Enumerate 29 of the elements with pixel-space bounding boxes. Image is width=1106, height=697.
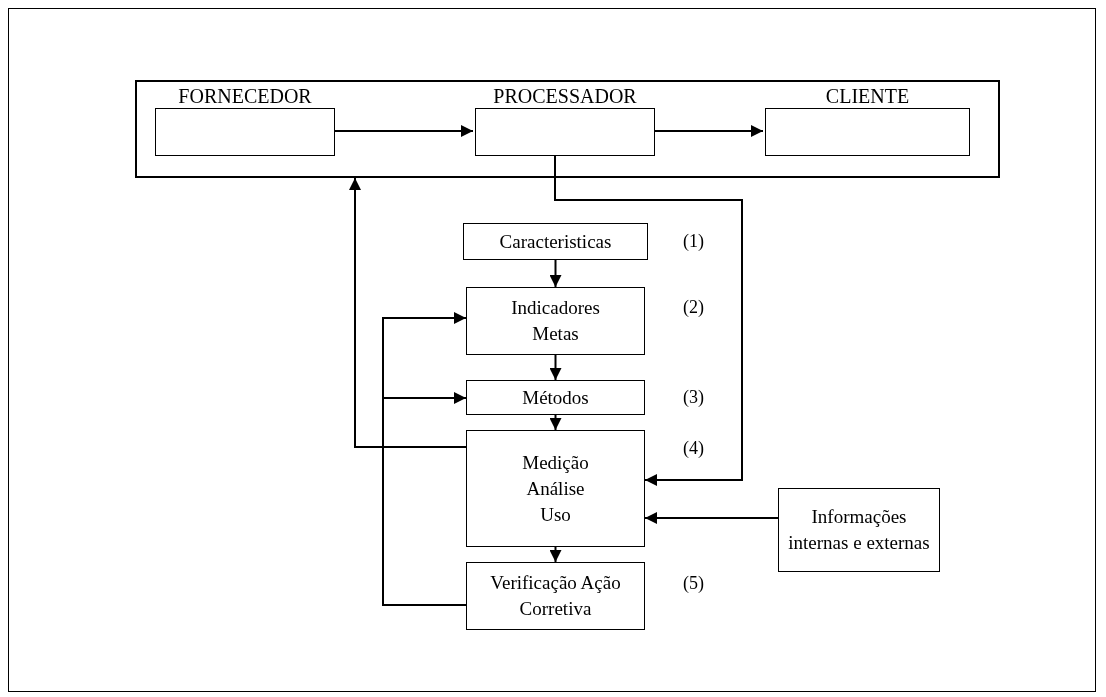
- arrow: [549, 259, 562, 288]
- step-number: (5): [683, 572, 704, 594]
- box-heading: FORNECEDOR: [178, 84, 312, 108]
- group-frame: [135, 80, 1000, 178]
- arrow: [554, 154, 743, 486]
- box-text: Verificação Ação Corretiva: [489, 571, 622, 621]
- step-number: (2): [683, 296, 704, 318]
- box-heading: CLIENTE: [825, 84, 910, 108]
- process-box: [466, 562, 645, 630]
- box-text: Informações internas e externas: [787, 505, 931, 555]
- process-box: [466, 380, 645, 415]
- arrow: [549, 354, 562, 381]
- process-box: [466, 430, 645, 547]
- box-text: Indicadores Metas: [510, 296, 601, 346]
- process-box: [463, 223, 648, 260]
- step-number: (3): [683, 386, 704, 408]
- box-heading: PROCESSADOR: [493, 84, 637, 108]
- arrow: [382, 392, 467, 606]
- arrow: [549, 546, 562, 563]
- step-number: (4): [683, 437, 704, 459]
- arrow: [644, 512, 779, 524]
- step-number: (1): [683, 230, 704, 252]
- process-box: [778, 488, 940, 572]
- arrow: [549, 414, 562, 431]
- process-box: [466, 287, 645, 355]
- box-text: Medição Análise Uso: [521, 450, 590, 527]
- arrow: [349, 177, 467, 448]
- box-text: Métodos: [521, 385, 590, 410]
- box-text: Caracteristicas: [498, 229, 613, 254]
